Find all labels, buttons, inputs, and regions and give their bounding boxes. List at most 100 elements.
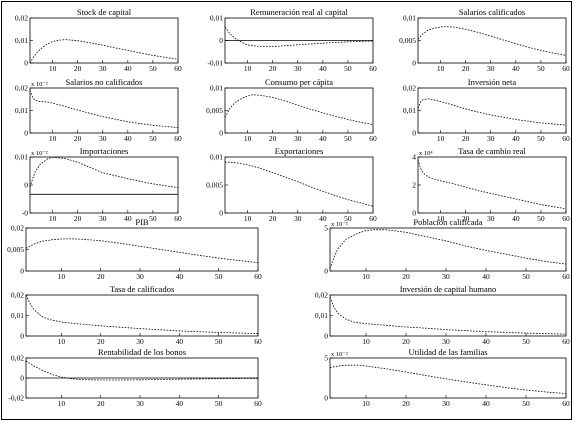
y-tick-label: 0,005 — [399, 36, 416, 45]
x-tick-label: 40 — [482, 399, 490, 408]
x-tick-label: 40 — [176, 337, 184, 346]
series-line — [224, 94, 374, 125]
axis-exponent: x 10⁻² — [331, 351, 348, 358]
plot-area — [417, 156, 567, 214]
panel-title: Utilidad de las familias — [408, 347, 487, 357]
y-tick-label: 5 — [324, 224, 328, 233]
x-tick-label: 10 — [362, 272, 370, 281]
x-tick-label: 60 — [562, 134, 570, 143]
y-tick-label: 0 — [20, 332, 24, 341]
y-tick-label: 0,005 — [206, 181, 223, 190]
x-tick-label: 40 — [176, 272, 184, 281]
x-tick-label: 60 — [562, 214, 570, 223]
x-tick-label: 50 — [149, 214, 157, 223]
panel-title: Población calificada — [413, 217, 482, 227]
y-tick-label: 0 — [24, 181, 28, 190]
y-tick-label: 0,02 — [403, 84, 416, 93]
series-line — [25, 238, 259, 263]
x-tick-label: 60 — [254, 399, 262, 408]
x-tick-label: 30 — [99, 214, 107, 223]
y-tick-label: 0 — [20, 267, 24, 276]
panel-title: Importaciones — [80, 146, 129, 156]
x-tick-label: 60 — [174, 64, 182, 73]
x-tick-label: 60 — [254, 272, 262, 281]
x-tick-label: 40 — [124, 64, 132, 73]
panel-title: Inversión de capital humano — [400, 284, 497, 294]
x-tick-label: 50 — [149, 134, 157, 143]
x-tick-label: 10 — [362, 399, 370, 408]
plot-area — [417, 87, 567, 134]
y-tick-label: 0,02 — [15, 84, 28, 93]
y-tick-label: 0 — [412, 59, 416, 68]
series-line — [29, 156, 179, 188]
plot-area — [25, 294, 259, 337]
axis-exponent: x 10⁻² — [331, 221, 348, 228]
axis-exponent: x 10⁴ — [419, 150, 433, 157]
x-tick-label: 40 — [482, 272, 490, 281]
x-tick-label: 10 — [58, 337, 66, 346]
plot-area — [224, 156, 374, 214]
x-tick-label: 30 — [442, 399, 450, 408]
x-tick-label: 40 — [319, 134, 327, 143]
x-tick-label: 50 — [344, 214, 352, 223]
x-tick-label: 40 — [319, 214, 327, 223]
series-line — [25, 294, 259, 334]
x-tick-label: 20 — [269, 214, 277, 223]
x-tick-label: 30 — [442, 337, 450, 346]
y-tick-label: 0 — [412, 129, 416, 138]
x-tick-label: 40 — [482, 337, 490, 346]
y-tick-label: 0,02 — [315, 291, 328, 300]
series-line — [29, 39, 179, 64]
panel-title: Consumo per cápita — [265, 77, 333, 87]
x-tick-label: 10 — [49, 214, 57, 223]
x-tick-label: 10 — [244, 214, 252, 223]
x-tick-label: 10 — [58, 272, 66, 281]
panel-title: Salarios no calificados — [66, 77, 143, 87]
x-tick-label: 30 — [136, 272, 144, 281]
panel-2: Remuneración real al capital-0,0100,0110… — [207, 7, 377, 73]
x-tick-label: 20 — [74, 214, 82, 223]
y-tick-label: 0 — [324, 332, 328, 341]
x-tick-label: 10 — [58, 399, 66, 408]
series-line — [329, 229, 567, 269]
panel-title: Salarios calificados — [459, 7, 525, 17]
panel-title: Exportaciones — [275, 146, 324, 156]
y-tick-label: 0 — [20, 374, 24, 383]
x-tick-label: 40 — [124, 214, 132, 223]
y-tick-label: 0,02 — [11, 354, 24, 363]
x-tick-label: 10 — [244, 134, 252, 143]
x-tick-label: 20 — [462, 64, 470, 73]
x-tick-label: 60 — [562, 272, 570, 281]
x-tick-label: 50 — [215, 337, 223, 346]
panel-title: PIB — [135, 217, 149, 227]
x-tick-label: 20 — [402, 272, 410, 281]
x-tick-label: 60 — [562, 337, 570, 346]
x-tick-label: 30 — [442, 272, 450, 281]
x-tick-label: 20 — [97, 272, 105, 281]
y-tick-label: 0,005 — [206, 106, 223, 115]
y-tick-label: 0,01 — [315, 311, 328, 320]
x-tick-label: 50 — [522, 272, 530, 281]
x-tick-label: 60 — [174, 214, 182, 223]
x-tick-label: 20 — [74, 134, 82, 143]
x-tick-label: 50 — [215, 399, 223, 408]
x-tick-label: 60 — [254, 337, 262, 346]
y-tick-label: 0,02 — [15, 14, 28, 23]
x-tick-label: 40 — [512, 64, 520, 73]
plot-area — [29, 17, 179, 64]
plot-area — [329, 294, 567, 337]
x-tick-label: 20 — [462, 134, 470, 143]
y-tick-label: 2 — [412, 181, 416, 190]
x-tick-label: 20 — [97, 399, 105, 408]
